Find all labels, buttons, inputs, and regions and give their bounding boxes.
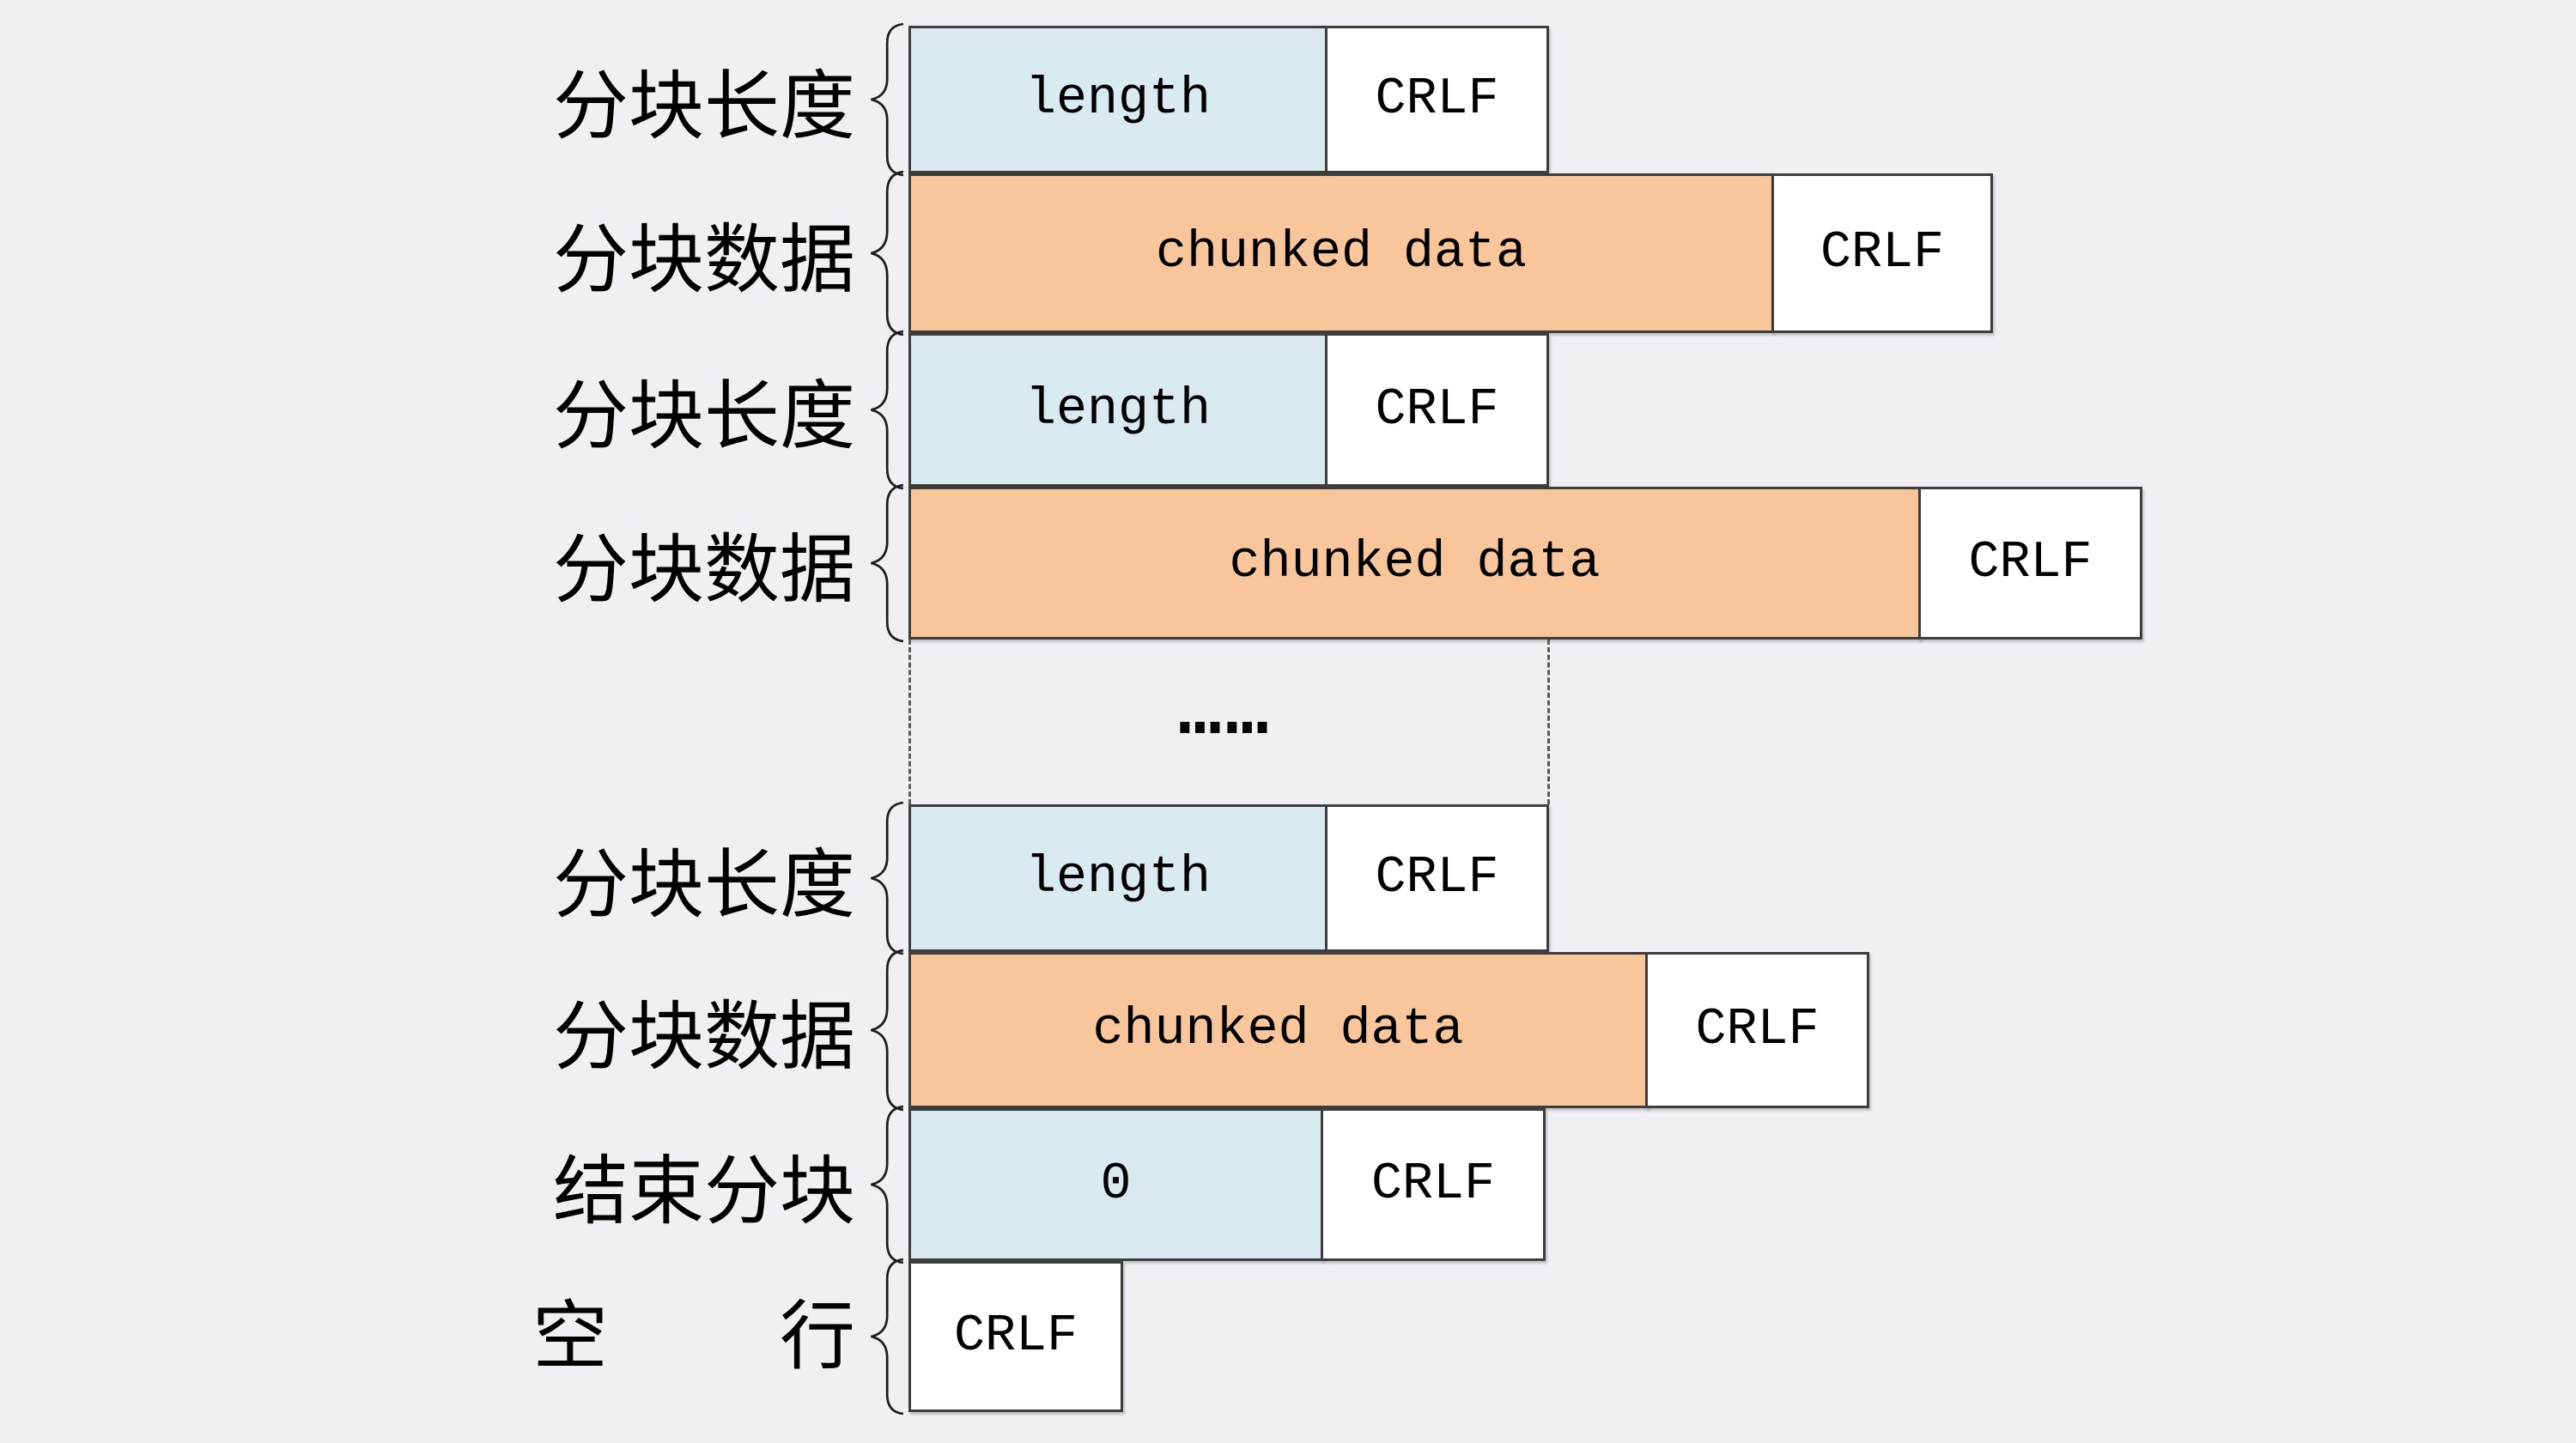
crlf-box: CRLF: [1325, 26, 1549, 173]
crlf-box: CRLF: [1771, 173, 1993, 333]
curly-brace: [871, 170, 904, 336]
chunked-data-box: chunked data: [908, 173, 1774, 333]
crlf-box: CRLF: [1321, 1108, 1546, 1261]
chunk-length-label: 分块长度: [552, 373, 855, 458]
chunk-data-label: 分块数据: [552, 526, 855, 612]
chunked-data-box: chunked data: [908, 952, 1648, 1108]
dashed-line-right: [1547, 640, 1550, 804]
row-chunk-data-1: 分块数据 chunked data CRLF: [0, 170, 2576, 336]
end-chunk-label: 结束分块: [552, 1148, 855, 1234]
ellipsis-text: ……: [1177, 663, 1272, 751]
curly-brace: [871, 801, 904, 955]
row-chunk-length-2: 分块长度 length CRLF: [0, 330, 2576, 490]
blank-line-crlf-box: CRLF: [908, 1261, 1123, 1412]
blank-line-label: 空行: [532, 1294, 855, 1379]
chunk-length-label: 分块长度: [552, 63, 855, 149]
row-chunk-length-3: 分块长度 length CRLF: [0, 801, 2576, 955]
length-box: length: [908, 804, 1327, 952]
crlf-box: CRLF: [1645, 952, 1869, 1108]
crlf-box: CRLF: [1918, 487, 2142, 640]
row-chunk-data-2: 分块数据 chunked data CRLF: [0, 483, 2576, 643]
row-end-chunk: 结束分块 0 CRLF: [0, 1105, 2576, 1264]
curly-brace: [871, 22, 904, 177]
curly-brace: [871, 1258, 904, 1416]
row-blank-line: 空行 CRLF: [0, 1258, 2576, 1416]
row-chunk-data-3: 分块数据 chunked data CRLF: [0, 949, 2576, 1112]
chunked-data-box: chunked data: [908, 487, 1921, 640]
curly-brace: [871, 483, 904, 643]
crlf-box: CRLF: [1325, 333, 1549, 487]
curly-brace: [871, 949, 904, 1112]
dashed-line-left: [908, 640, 911, 804]
curly-brace: [871, 1105, 904, 1264]
zero-box: 0: [908, 1108, 1323, 1261]
chunk-data-label: 分块数据: [552, 216, 855, 302]
chunk-length-label: 分块长度: [552, 841, 855, 927]
chunk-data-label: 分块数据: [552, 993, 855, 1079]
length-box: length: [908, 333, 1327, 487]
crlf-box: CRLF: [1325, 804, 1549, 952]
row-chunk-length-1: 分块长度 length CRLF: [0, 22, 2576, 177]
curly-brace: [871, 330, 904, 490]
length-box: length: [908, 26, 1327, 173]
